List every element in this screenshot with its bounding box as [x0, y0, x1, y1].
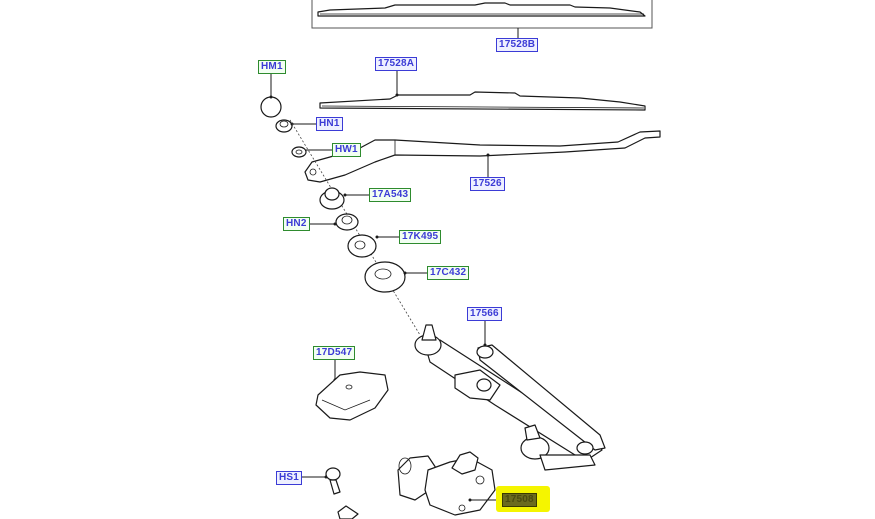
- callout-17k495[interactable]: 17K495: [399, 230, 442, 244]
- linkage-bar-lower: [424, 339, 603, 459]
- nut-hn2-drawing: [308, 213, 359, 231]
- linkage-17566-drawing: [414, 320, 606, 471]
- cover-body: [315, 371, 389, 421]
- blade-body: [317, 2, 646, 17]
- callout-hn1[interactable]: HN1: [316, 117, 343, 131]
- blade-frame: [311, 0, 653, 29]
- callout-17a543[interactable]: 17A543: [369, 188, 412, 202]
- bushing-17a543-drawing: [319, 187, 370, 210]
- callout-hs1[interactable]: HS1: [276, 471, 303, 485]
- callout-hm1[interactable]: HM1: [258, 60, 286, 74]
- washer-17k495-drawing: [347, 234, 400, 258]
- cover-17d547-drawing: [315, 358, 389, 421]
- callout-17528a[interactable]: 17528A: [375, 57, 418, 71]
- callout-17508-highlighted[interactable]: 17508: [502, 493, 537, 507]
- wiper-blade-17528a-drawing: [319, 70, 646, 111]
- bolt-hs1-drawing: [302, 467, 341, 495]
- washer-hw1-drawing: [291, 146, 332, 158]
- wiper-blade-17528b-drawing: [311, 0, 653, 38]
- arm-body: [304, 130, 661, 183]
- grommet-17c432-drawing: [364, 261, 428, 293]
- callout-17c432[interactable]: 17C432: [427, 266, 470, 280]
- callout-17526[interactable]: 17526: [470, 177, 505, 191]
- callout-hn2[interactable]: HN2: [283, 217, 310, 231]
- callout-17d547[interactable]: 17D547: [313, 346, 356, 360]
- linkage-crank: [539, 454, 596, 471]
- cap-hm1-drawing: [260, 74, 282, 118]
- screw-drawing: [337, 505, 359, 519]
- callout-17566[interactable]: 17566: [467, 307, 502, 321]
- nut-hn1-drawing: [275, 119, 316, 133]
- callout-hw1[interactable]: HW1: [332, 143, 361, 157]
- linkage-bar-upper: [477, 344, 606, 451]
- motor-17508-drawing: [397, 451, 502, 516]
- callout-17528b[interactable]: 17528B: [496, 38, 539, 52]
